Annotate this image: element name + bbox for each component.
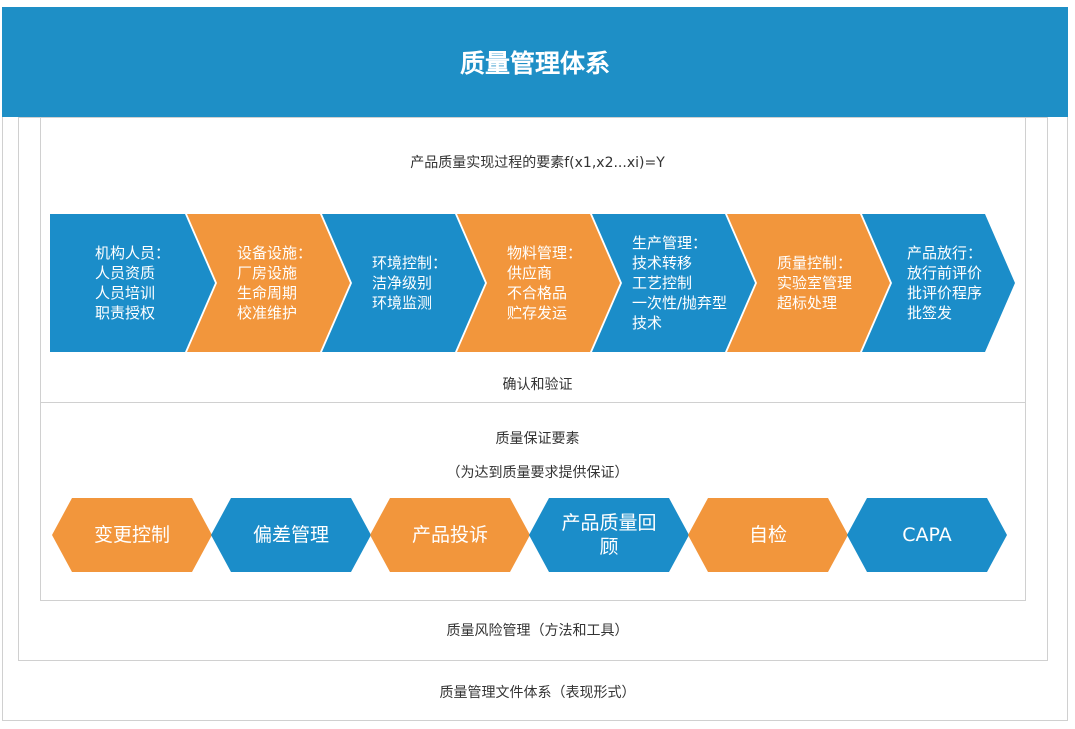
process-step: 设备设施： 厂房设施 生命周期 校准维护 [187, 214, 350, 352]
process-step-text: 机构人员： 人员资质 人员培训 职责授权 [94, 244, 170, 322]
process-step-text: 设备设施： 厂房设施 生命周期 校准维护 [236, 244, 312, 322]
assurance-item: 产品质量回顾 [529, 498, 689, 572]
process-caption: 产品质量实现过程的要素f(x1,x2...xi)=Y [410, 155, 665, 171]
page-title: 质量管理体系 [2, 7, 1068, 117]
assurance-item-text: 产品质量回顾 [561, 512, 657, 558]
assurance-item-text: 偏差管理 [252, 524, 329, 546]
process-step-text: 环境控制： 洁净级别 环境监测 [371, 254, 447, 312]
assurance-item: 产品投诉 [370, 498, 530, 572]
process-frame [40, 117, 1026, 601]
section-divider [40, 402, 1026, 403]
process-step-text: 质量控制： 实验室管理 超标处理 [776, 254, 852, 312]
process-step: 环境控制： 洁净级别 环境监测 [322, 214, 485, 352]
assurance-subtitle: （为达到质量要求提供保证） [446, 465, 629, 481]
process-step-text: 生产管理： 技术转移 工艺控制 一次性/抛弃型 技术 [631, 234, 728, 332]
assurance-item-text: 自检 [748, 524, 787, 546]
assurance-title: 质量保证要素 [495, 431, 580, 447]
process-step-text: 产品放行： 放行前评价 批评价程序 批签发 [906, 244, 982, 322]
assurance-item: 自检 [688, 498, 848, 572]
verification-label: 确认和验证 [502, 377, 573, 393]
assurance-item: 变更控制 [52, 498, 212, 572]
assurance-item-text: CAPA [902, 524, 952, 546]
process-step: 物料管理： 供应商 不合格品 贮存发运 [457, 214, 620, 352]
process-step-text: 物料管理： 供应商 不合格品 贮存发运 [506, 244, 582, 322]
documentation-label: 质量管理文件体系（表现形式） [439, 685, 636, 701]
assurance-item: 偏差管理 [211, 498, 371, 572]
assurance-item-text: 变更控制 [93, 524, 170, 546]
risk-management-label: 质量风险管理（方法和工具） [446, 623, 629, 639]
process-step: 机构人员： 人员资质 人员培训 职责授权 [50, 214, 215, 352]
assurance-item: CAPA [847, 498, 1007, 572]
assurance-item-text: 产品投诉 [411, 524, 488, 546]
process-step: 生产管理： 技术转移 工艺控制 一次性/抛弃型 技术 [592, 214, 755, 352]
